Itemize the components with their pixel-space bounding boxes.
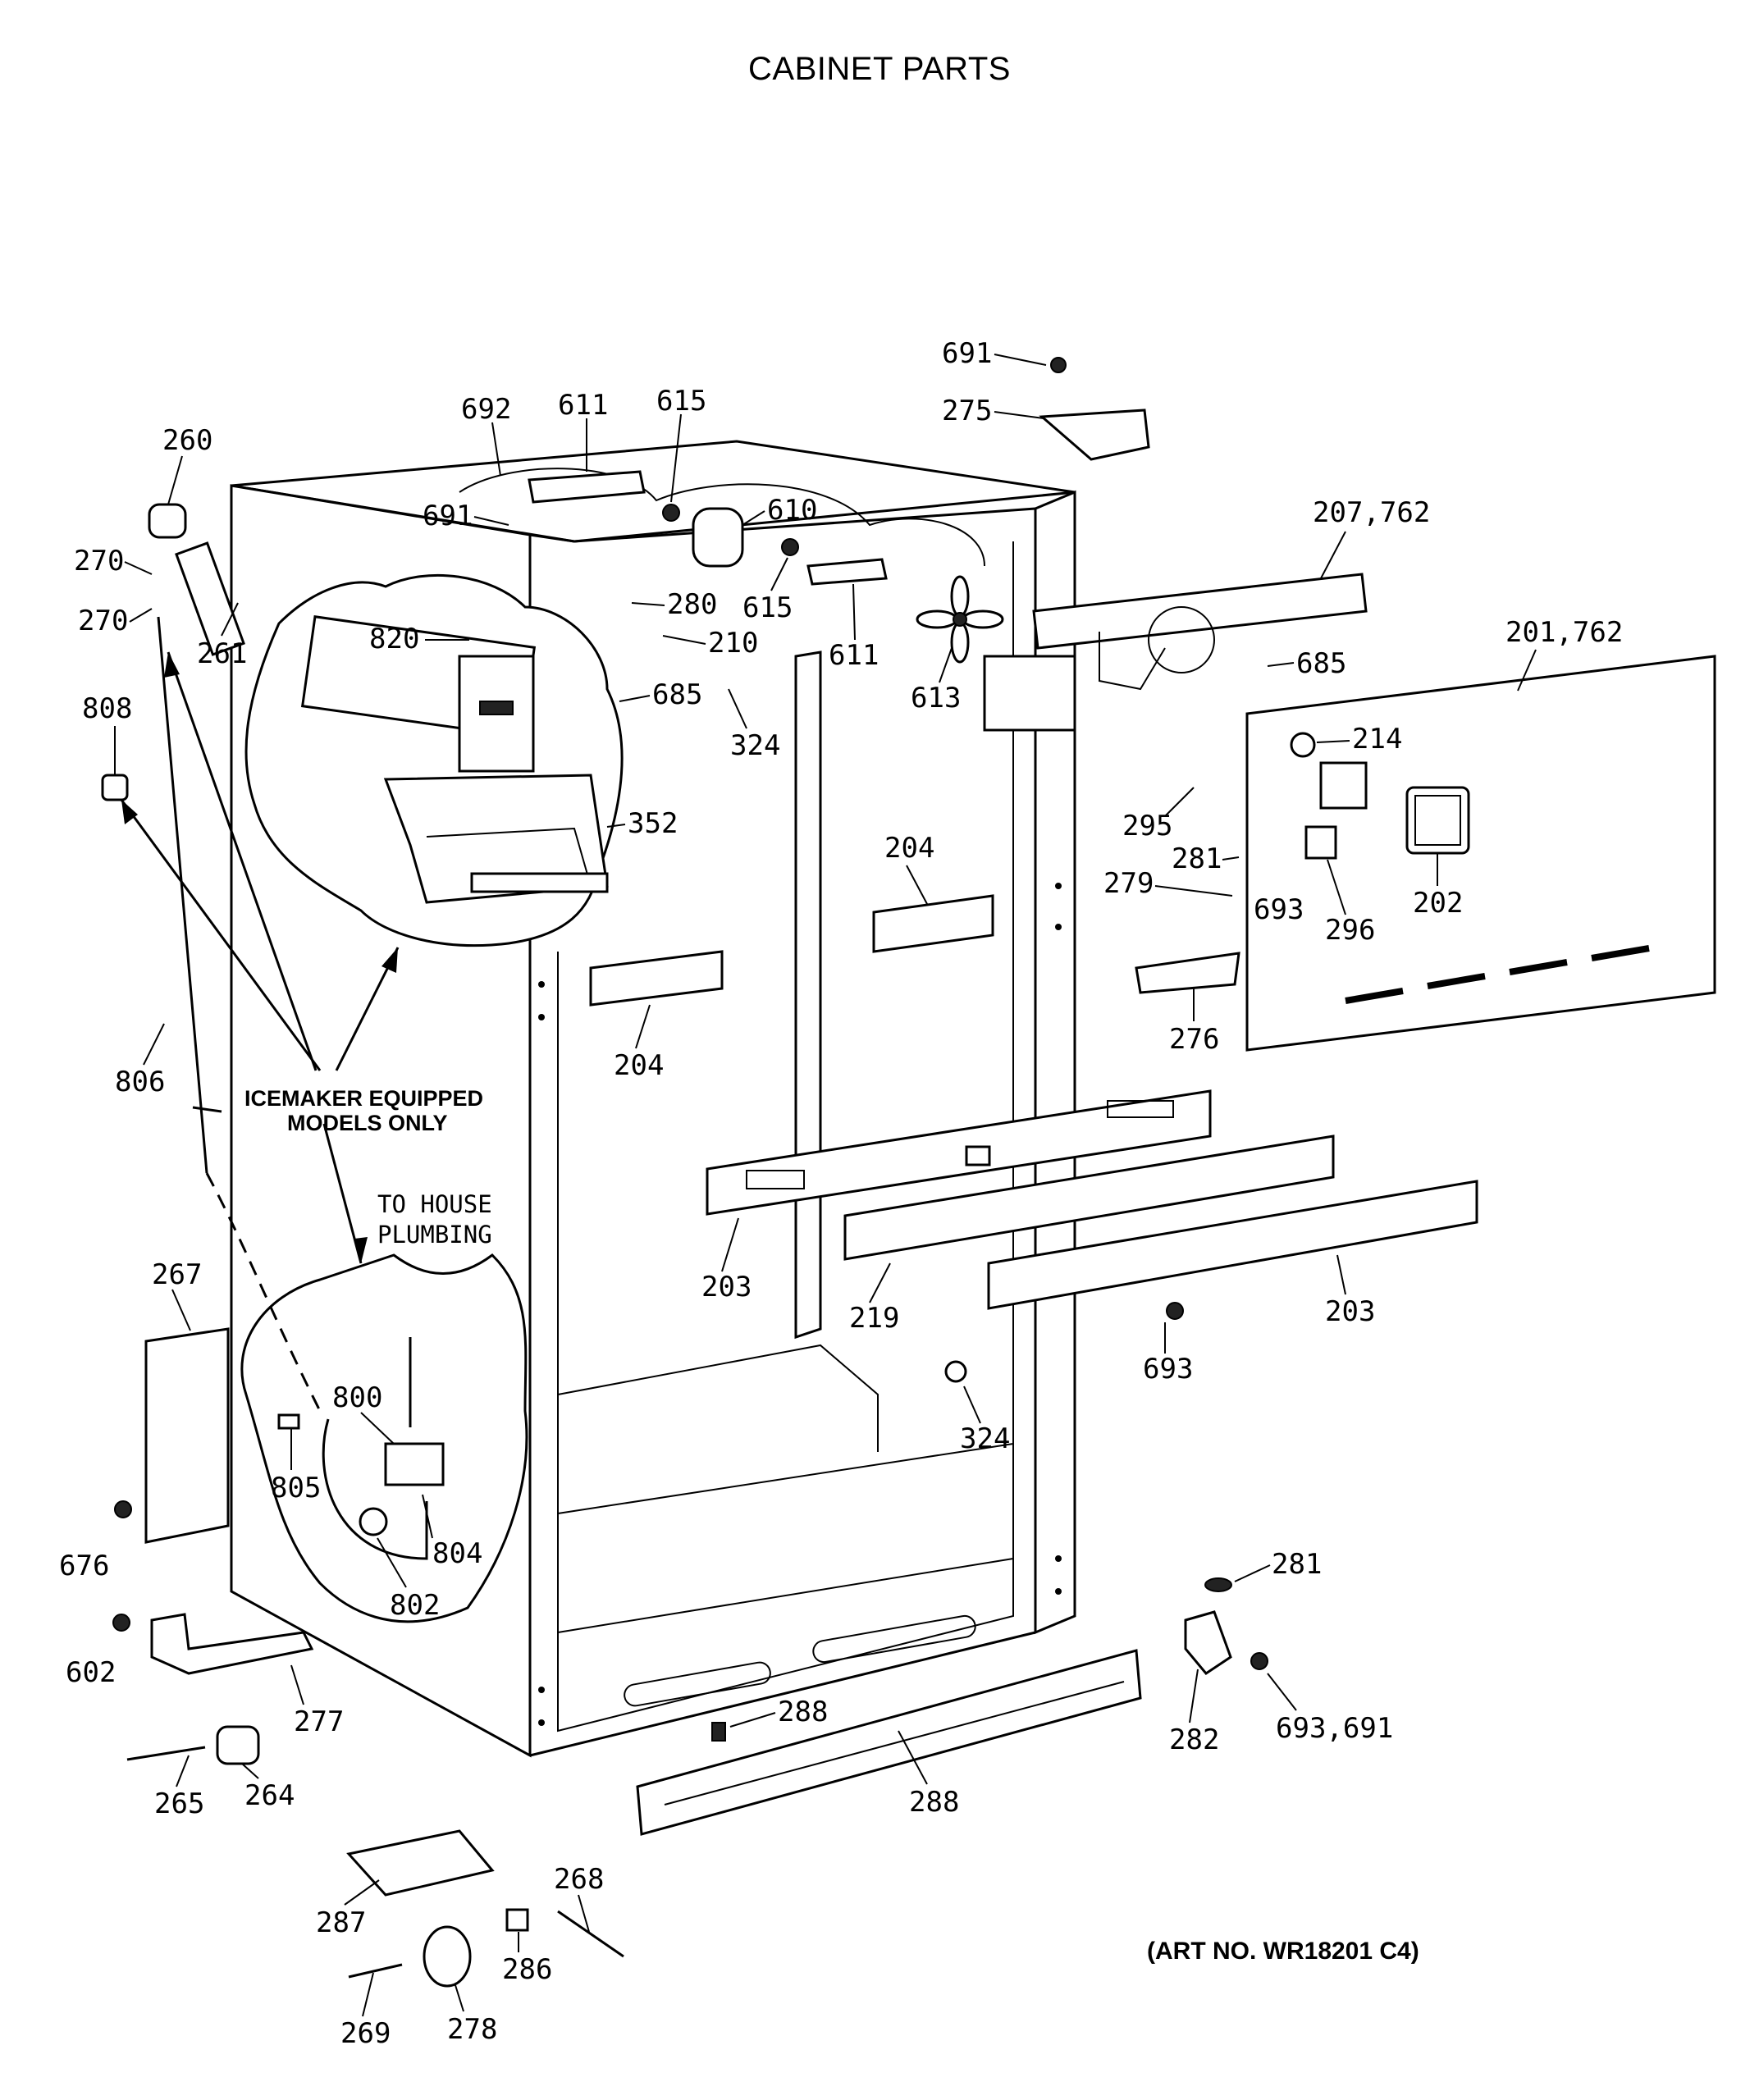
label-610: 610 — [767, 494, 817, 527]
label-281: 281 — [1272, 1548, 1322, 1581]
label-800: 800 — [332, 1381, 382, 1414]
label-296: 296 — [1325, 914, 1375, 947]
label-278: 278 — [447, 2013, 497, 2046]
art-number: (ART NO. WR18201 C4) — [1147, 1938, 1419, 1965]
label-676: 676 — [59, 1550, 109, 1582]
label-264: 264 — [244, 1779, 295, 1812]
label-805: 805 — [271, 1472, 321, 1504]
label-693-691: 693,691 — [1276, 1712, 1393, 1745]
label-611: 611 — [558, 389, 608, 422]
fan-motor-610 — [528, 470, 888, 586]
label-692: 692 — [461, 393, 511, 426]
label-202: 202 — [1413, 887, 1463, 920]
label-203: 203 — [1325, 1295, 1375, 1328]
icemaker-cutaway — [244, 573, 624, 947]
leveling-bracket — [150, 1613, 314, 1675]
label-204: 204 — [614, 1049, 664, 1082]
label-269: 269 — [340, 2017, 391, 2050]
label-324: 324 — [960, 1422, 1010, 1455]
label-295: 295 — [1122, 810, 1172, 842]
toe-grille — [636, 1649, 1142, 1836]
water-valve-cutaway — [240, 1253, 528, 1623]
fan-bracket — [916, 573, 1368, 732]
label-219: 219 — [849, 1302, 899, 1335]
label-207-762: 207,762 — [1313, 496, 1430, 529]
icemaker-note-line2: MODELS ONLY — [287, 1111, 448, 1135]
label-214: 214 — [1352, 723, 1402, 756]
door-stop — [1184, 1577, 1232, 1675]
page-title: CABINET PARTS — [748, 51, 1011, 87]
label-279: 279 — [1103, 867, 1154, 900]
label-808: 808 — [82, 692, 132, 725]
breaker-strips — [589, 894, 994, 1007]
label-204: 204 — [884, 832, 934, 865]
label-324: 324 — [730, 729, 780, 762]
label-802: 802 — [390, 1589, 440, 1622]
label-270: 270 — [78, 605, 128, 637]
label-613: 613 — [911, 682, 961, 714]
label-260: 260 — [162, 424, 212, 457]
label-352: 352 — [628, 807, 678, 840]
label-210: 210 — [708, 627, 758, 660]
icemaker-note-line1: ICEMAKER EQUIPPED — [244, 1086, 483, 1111]
label-611: 611 — [829, 639, 879, 672]
label-693: 693 — [1254, 893, 1304, 926]
label-602: 602 — [66, 1656, 116, 1689]
label-277: 277 — [294, 1705, 344, 1738]
part-labels: 691 275 692 611 615 610 615 611 613 207,… — [59, 337, 1623, 2050]
label-806: 806 — [115, 1066, 165, 1098]
label-261: 261 — [197, 637, 247, 670]
label-203: 203 — [701, 1271, 752, 1303]
plumbing-note-line2: PLUMBING — [377, 1221, 492, 1249]
label-281: 281 — [1172, 842, 1222, 875]
label-275: 275 — [942, 395, 992, 427]
panel-267 — [144, 1327, 230, 1544]
label-268: 268 — [554, 1863, 604, 1896]
label-270: 270 — [74, 545, 124, 578]
rear-roller-assembly — [346, 1829, 624, 1988]
label-201-762: 201,762 — [1505, 616, 1623, 649]
label-615: 615 — [742, 591, 793, 624]
label-615: 615 — [656, 385, 706, 418]
label-691: 691 — [942, 337, 992, 370]
label-804: 804 — [432, 1537, 482, 1570]
label-685: 685 — [1296, 647, 1346, 680]
evaporator-cover — [1245, 655, 1716, 1052]
label-276: 276 — [1169, 1023, 1219, 1056]
label-685: 685 — [652, 678, 702, 711]
label-282: 282 — [1169, 1723, 1219, 1756]
label-286: 286 — [502, 1953, 552, 1986]
label-693: 693 — [1143, 1353, 1193, 1386]
front-roller — [126, 1725, 260, 1765]
label-288: 288 — [778, 1696, 828, 1728]
label-691: 691 — [423, 500, 473, 532]
top-hinge — [1039, 357, 1150, 461]
label-287: 287 — [316, 1906, 366, 1939]
label-820: 820 — [369, 623, 419, 655]
label-288: 288 — [909, 1786, 959, 1819]
label-267: 267 — [152, 1258, 202, 1291]
plumbing-note-line1: TO HOUSE — [377, 1190, 492, 1218]
mullion-parts — [706, 1089, 1478, 1310]
label-280: 280 — [667, 588, 717, 621]
label-265: 265 — [154, 1787, 204, 1820]
callout-arrows — [120, 651, 400, 1264]
